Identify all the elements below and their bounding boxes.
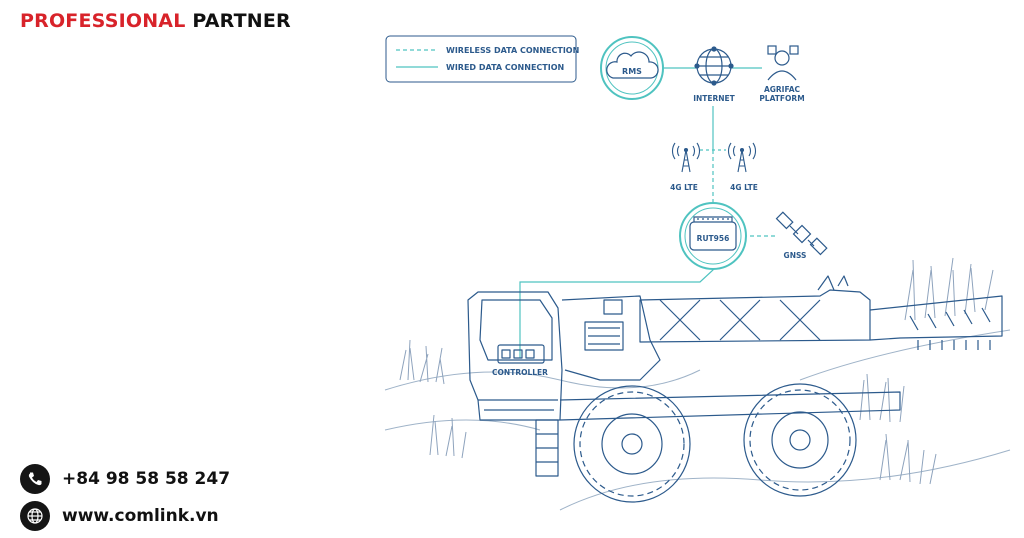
website-url: www.comlink.vn — [62, 506, 219, 526]
controller-box — [497, 344, 545, 364]
user-icon — [767, 45, 799, 81]
controller-label: CONTROLLER — [492, 368, 548, 377]
brand-part2: PARTNER — [192, 10, 291, 32]
gnss-label: GNSS — [784, 251, 807, 260]
rms-label: RMS — [622, 67, 642, 76]
internet-label: INTERNET — [693, 94, 735, 103]
grass — [399, 257, 994, 485]
wheel-rear — [743, 383, 857, 497]
landscape — [384, 329, 1011, 511]
gnss-node — [775, 211, 828, 256]
rms-node: RMS — [600, 36, 664, 100]
legend-wireless: WIRELESS DATA CONNECTION — [446, 46, 579, 55]
satellite-icon — [775, 211, 828, 256]
antenna-icon — [671, 142, 701, 173]
lte-left-label: 4G LTE — [670, 183, 698, 192]
lte-right-label: 4G LTE — [730, 183, 758, 192]
phone-number: +84 98 58 58 247 — [62, 469, 231, 489]
brand-part1: PROFESSIONAL — [20, 10, 186, 32]
internet-node — [694, 46, 734, 86]
globe-icon — [20, 501, 50, 531]
agrifac-label-2: PLATFORM — [759, 94, 804, 103]
router-icon — [689, 216, 737, 251]
cloud-icon — [606, 51, 659, 79]
brand-title: PROFESSIONAL PARTNER — [20, 10, 291, 32]
legend-wired: WIRED DATA CONNECTION — [446, 63, 564, 72]
agrifac-label-1: AGRIFAC — [764, 85, 801, 94]
lte-left-node — [671, 142, 701, 173]
lte-right-node — [727, 142, 757, 173]
contact-website[interactable]: www.comlink.vn — [20, 501, 219, 531]
router-node: RUT956 — [679, 202, 747, 270]
legend: WIRELESS DATA CONNECTION WIRED DATA CONN… — [385, 35, 579, 83]
phone-icon — [20, 464, 50, 494]
globe-icon — [694, 46, 734, 86]
agrifac-node — [767, 45, 799, 81]
wheel-front — [573, 385, 691, 503]
antenna-icon — [727, 142, 757, 173]
router-label: RUT956 — [697, 234, 730, 243]
contact-phone[interactable]: +84 98 58 58 247 — [20, 464, 230, 494]
sprayer-vehicle — [467, 275, 1003, 503]
